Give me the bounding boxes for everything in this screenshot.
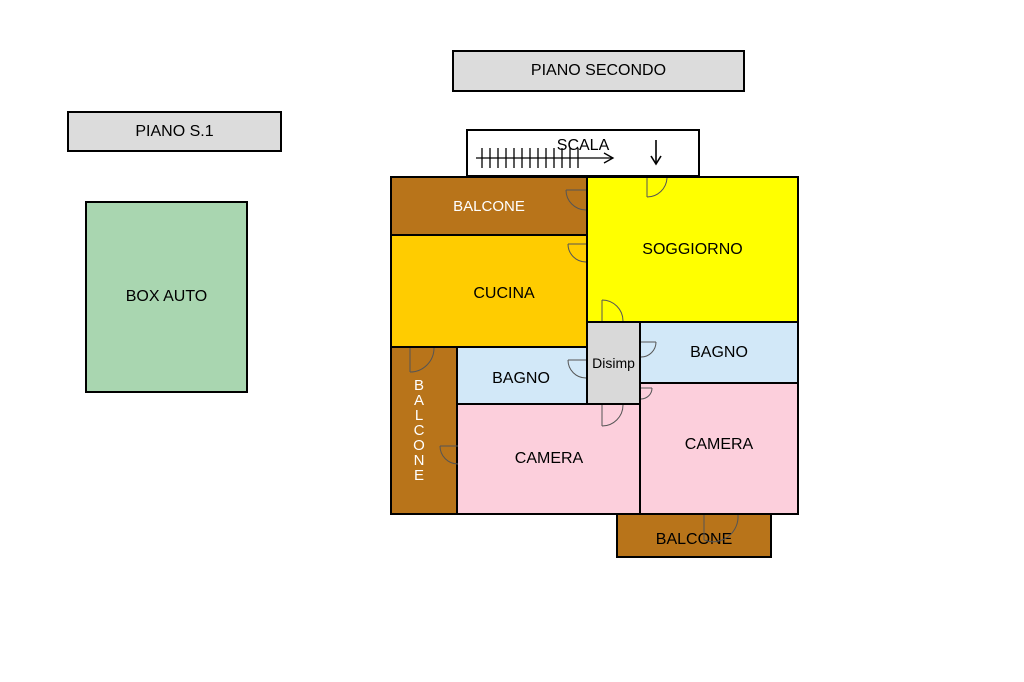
label-piano-secondo: PIANO SECONDO — [452, 50, 745, 92]
label-piano-secondo-text: PIANO SECONDO — [530, 62, 667, 79]
balcone-left-letter: B — [413, 377, 424, 394]
label-piano-s1: PIANO S.1 — [67, 111, 282, 152]
room-box-auto: BOX AUTO — [85, 201, 248, 393]
room-disimp-label: Disimp — [592, 355, 635, 371]
room-soggiorno-label: SOGGIORNO — [642, 240, 743, 258]
room-camera-left: CAMERA — [456, 403, 642, 515]
balcone-left-letter: E — [413, 467, 424, 484]
room-bagno-left-label: BAGNO — [492, 369, 550, 387]
room-bagno-right-label: BAGNO — [690, 343, 748, 361]
room-cucina: CUCINA — [390, 234, 588, 348]
room-camera-left-label: CAMERA — [514, 450, 584, 467]
label-piano-s1-text: PIANO S.1 — [135, 122, 214, 140]
balcone-left-letter: O — [413, 437, 425, 454]
room-scala-label: SCALA — [556, 137, 610, 154]
room-disimp: Disimp — [586, 321, 641, 405]
room-scala: SCALA — [466, 129, 700, 177]
balcone-left-letter: N — [413, 452, 425, 469]
room-balcone-bottom-label: BALCONE — [655, 530, 733, 548]
room-balcone-top: BALCONE — [390, 176, 588, 236]
room-camera-right-label: CAMERA — [684, 435, 754, 453]
balcone-left-letter: A — [413, 392, 424, 409]
room-bagno-left: BAGNO — [456, 346, 588, 405]
room-balcone-top-label: BALCONE — [453, 197, 525, 215]
room-soggiorno: SOGGIORNO — [586, 176, 799, 323]
room-bagno-right: BAGNO — [639, 321, 799, 384]
room-camera-right: CAMERA — [639, 382, 799, 515]
room-cucina-label: CUCINA — [473, 285, 535, 302]
balcone-left-letter: C — [413, 422, 425, 439]
balcone-left-letter: L — [414, 407, 424, 424]
room-box-auto-label: BOX AUTO — [125, 288, 208, 305]
room-balcone-bottom: BALCONE — [616, 513, 772, 558]
